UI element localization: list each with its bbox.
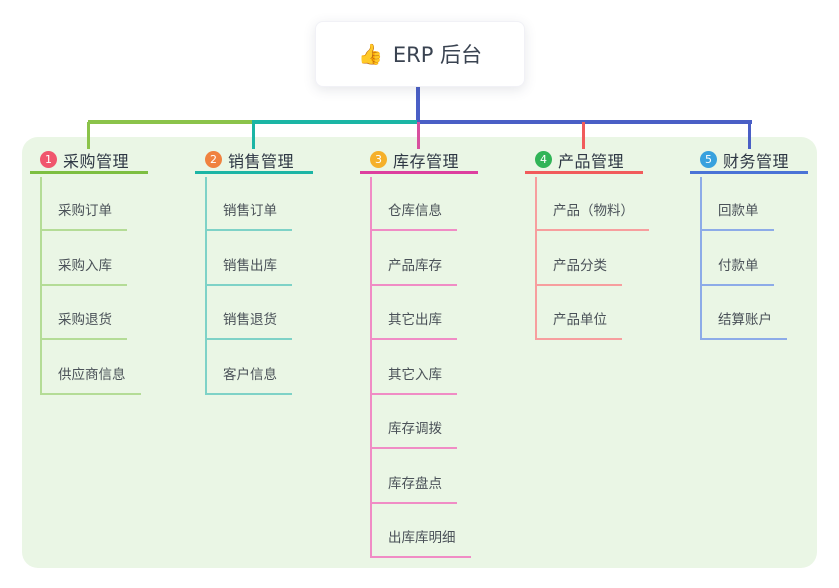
thumbs-up-icon: 👍 bbox=[357, 42, 383, 66]
branch-number-badge: 2 bbox=[205, 151, 222, 168]
node-other-outbound[interactable]: 其它出库 bbox=[370, 311, 457, 340]
branch-header-inventory[interactable]: 3 库存管理 bbox=[360, 148, 478, 174]
branch-number-badge: 3 bbox=[370, 151, 387, 168]
root-trunk-connector bbox=[416, 85, 420, 122]
root-node-label: ERP 后台 bbox=[392, 43, 483, 67]
branch-header-product[interactable]: 4 产品管理 bbox=[525, 148, 643, 174]
node-other-inbound[interactable]: 其它入库 bbox=[370, 366, 457, 395]
branch-sales: 2 销售管理 销售订单 销售出库 销售退货 客户信息 bbox=[195, 148, 360, 395]
node-purchase-order[interactable]: 采购订单 bbox=[40, 202, 127, 231]
branches-background-panel bbox=[22, 137, 817, 568]
node-warehouse-info[interactable]: 仓库信息 bbox=[370, 202, 457, 231]
branch-spine bbox=[535, 177, 537, 340]
branch-purchase: 1 采购管理 采购订单 采购入库 采购退货 供应商信息 bbox=[30, 148, 195, 395]
node-receipt-doc[interactable]: 回款单 bbox=[700, 202, 774, 231]
branch-title: 销售管理 bbox=[228, 151, 295, 171]
branch-drop-inventory bbox=[417, 122, 420, 149]
bus-connector-green bbox=[88, 120, 254, 124]
branch-title: 采购管理 bbox=[63, 151, 130, 171]
branch-drop-product bbox=[582, 122, 585, 149]
branch-header-purchase[interactable]: 1 采购管理 bbox=[30, 148, 148, 174]
branch-drop-purchase bbox=[87, 122, 90, 149]
node-sales-return[interactable]: 销售退货 bbox=[205, 311, 292, 340]
branch-product: 4 产品管理 产品（物料） 产品分类 产品单位 bbox=[525, 148, 690, 340]
root-node[interactable]: 👍 ERP 后台 bbox=[315, 21, 525, 87]
branch-inventory: 3 库存管理 仓库信息 产品库存 其它出库 其它入库 库存调拨 库存盘点 出库库… bbox=[360, 148, 525, 558]
branch-spine bbox=[370, 177, 372, 558]
branch-number-badge: 4 bbox=[535, 151, 552, 168]
node-supplier-info[interactable]: 供应商信息 bbox=[40, 366, 141, 395]
node-purchase-inbound[interactable]: 采购入库 bbox=[40, 257, 127, 286]
branch-title: 财务管理 bbox=[723, 151, 790, 171]
node-product-stock[interactable]: 产品库存 bbox=[370, 257, 457, 286]
node-stock-transfer[interactable]: 库存调拨 bbox=[370, 420, 457, 449]
branch-title: 库存管理 bbox=[393, 151, 460, 171]
bus-connector-teal bbox=[252, 120, 419, 124]
branch-spine bbox=[205, 177, 207, 395]
branch-finance: 5 财务管理 回款单 付款单 结算账户 bbox=[690, 148, 839, 340]
node-product-unit[interactable]: 产品单位 bbox=[535, 311, 622, 340]
branch-title: 产品管理 bbox=[558, 151, 625, 171]
node-settlement-account[interactable]: 结算账户 bbox=[700, 311, 787, 340]
node-customer-info[interactable]: 客户信息 bbox=[205, 366, 292, 395]
branch-drop-finance bbox=[748, 122, 751, 149]
node-outbound-detail[interactable]: 出库库明细 bbox=[370, 529, 471, 558]
branch-number-badge: 1 bbox=[40, 151, 57, 168]
node-stock-count[interactable]: 库存盘点 bbox=[370, 475, 457, 504]
node-product-category[interactable]: 产品分类 bbox=[535, 257, 622, 286]
branch-number-badge: 5 bbox=[700, 151, 717, 168]
node-sales-outbound[interactable]: 销售出库 bbox=[205, 257, 292, 286]
branch-spine bbox=[700, 177, 702, 340]
branch-header-finance[interactable]: 5 财务管理 bbox=[690, 148, 808, 174]
node-purchase-return[interactable]: 采购退货 bbox=[40, 311, 127, 340]
branch-spine bbox=[40, 177, 42, 395]
branch-drop-sales bbox=[252, 122, 255, 149]
node-product-material[interactable]: 产品（物料） bbox=[535, 202, 649, 231]
branch-header-sales[interactable]: 2 销售管理 bbox=[195, 148, 313, 174]
node-payment-doc[interactable]: 付款单 bbox=[700, 257, 774, 286]
node-sales-order[interactable]: 销售订单 bbox=[205, 202, 292, 231]
